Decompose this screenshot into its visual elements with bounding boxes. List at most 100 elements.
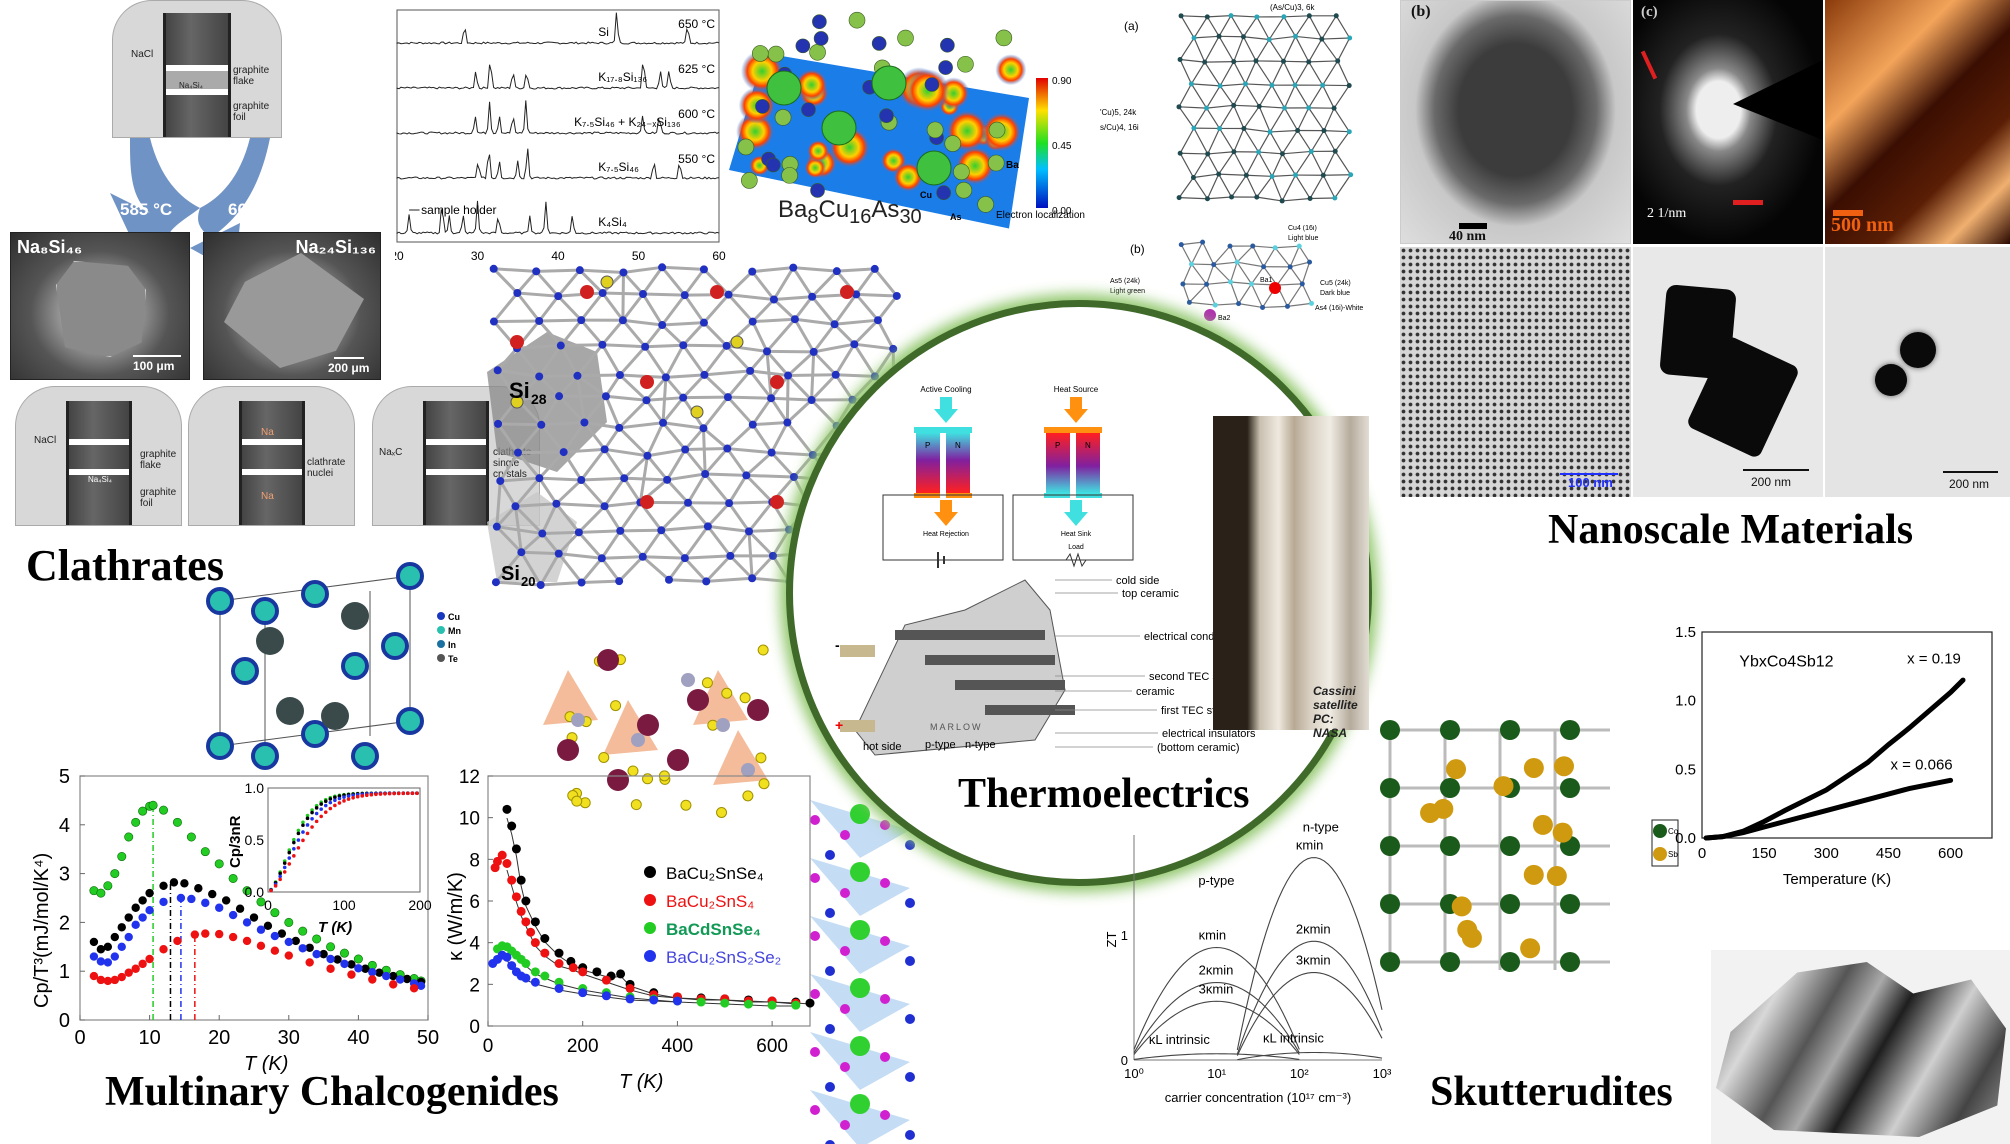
bond [1233,61,1247,85]
y-tick-label: 0 [1121,1053,1128,1068]
data-point-BaCu2SnS4 [159,945,168,954]
chart-title: YbxCo4Sb12 [1739,653,1833,670]
atom [905,1130,915,1140]
atom [784,371,793,380]
co-atom [1440,778,1460,798]
bond [771,451,813,457]
y-tick-label: 10 [459,809,480,830]
ba-atom [871,65,907,101]
bond [1282,61,1296,86]
data-point-BaCu2SnS4 [326,964,335,973]
atom [748,267,757,276]
bond [1322,84,1335,109]
bond [580,292,604,322]
bond [792,453,814,478]
panel-label: (a) [1124,19,1139,33]
atom [905,1014,915,1024]
data-point-BaCdSnSe4 [540,971,550,981]
bond [772,266,795,301]
bond [1308,60,1338,63]
bond [1178,83,1192,108]
bond [661,396,685,424]
inset-data-point [310,825,314,829]
caption-line: PC: NASA [1313,712,1348,740]
atom [1241,125,1247,131]
xrd-trace [396,100,720,135]
guest-atom-yellow [690,405,704,419]
atom [1189,261,1195,267]
data-point-BaCu2SnS4 [601,975,611,985]
site-label: Ba1 [1260,277,1273,284]
section-title-chalcogenides: Multinary Chalcogenides [105,1069,559,1115]
bond [1323,107,1335,131]
bond [1206,16,1220,37]
sn-atom [571,713,585,727]
bond [1271,153,1283,177]
ba-atom [916,150,952,186]
bond [1204,61,1221,87]
bond [1218,173,1247,176]
module-label: p-type [925,739,956,751]
sb-atom [1523,864,1544,885]
ba-atom [850,1094,870,1114]
atom [615,423,624,432]
atom [905,1072,915,1082]
s-atom [701,677,713,689]
data-point-BaCu2SnS2Se2 [521,973,531,983]
bond [1282,197,1311,202]
atom [767,45,785,63]
data-point-BaCu2SnSe4 [530,917,540,927]
data-point-BaCdSnSe4 [353,954,363,964]
atom [808,292,817,301]
sb-atom [1523,757,1544,778]
bond [703,473,731,505]
data-point-BaCu2SnSe4 [103,942,113,951]
legend-marker [644,894,656,906]
device-label: Heat Source [1054,385,1099,394]
bond [1258,106,1271,133]
bond [620,528,662,533]
bond [683,268,706,297]
bond [540,395,561,426]
atom [598,289,607,298]
bond [667,557,687,581]
data-point-BaCdSnSe4 [326,942,336,952]
scale-bar-label: 40 nm [1449,229,1486,244]
atom [559,448,568,457]
bond [645,343,684,349]
bond [1188,283,1208,303]
data-point-BaCdSnSe4 [117,852,127,862]
bond [745,474,774,504]
atom [789,472,798,481]
bond [514,505,544,535]
inset-data-point [282,865,287,870]
bond [1294,84,1310,109]
cu-mn-atom [396,707,424,735]
sb-atom [1446,759,1467,780]
inset-data-point [396,791,401,796]
guest-atom [510,335,524,349]
data-point-BaCu2SnS2Se2 [649,995,659,1005]
atom [659,418,668,427]
bond [1244,60,1257,85]
bond [812,350,837,376]
atom [955,181,973,199]
device-label: Active Cooling [920,385,971,394]
bond [660,529,687,560]
atom [1228,13,1234,19]
bond [541,532,560,555]
atom [873,316,882,325]
co-atom [1380,720,1400,740]
x-tick-label: 40 [551,249,565,263]
bond [1243,36,1270,41]
bond [1191,263,1208,285]
bond [579,268,624,274]
curve-label: 3κmin [1199,981,1234,996]
bond [557,531,580,555]
bond [1281,153,1297,176]
atom [936,185,951,201]
atom [795,38,811,54]
ba-atom [850,920,870,940]
bond [603,505,622,532]
